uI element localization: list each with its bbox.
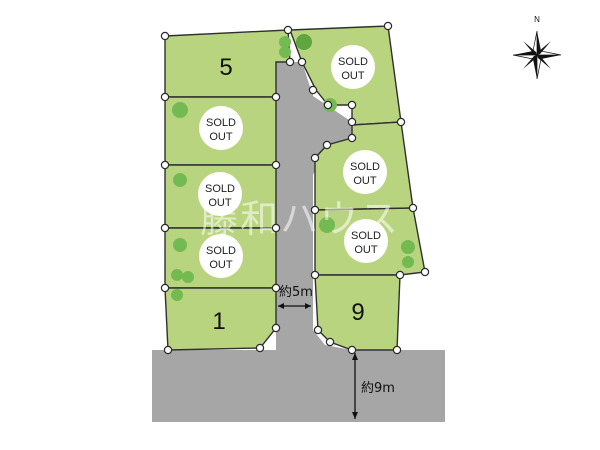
tree-icon xyxy=(401,240,415,254)
tree-icon xyxy=(172,102,188,118)
boundary-vertex xyxy=(395,270,405,280)
trees xyxy=(171,34,415,301)
sold-label-line2: OUT xyxy=(341,70,365,82)
boundary-vertex xyxy=(160,31,170,41)
lot-number-5: 5 xyxy=(219,54,232,81)
boundary-vertex xyxy=(271,92,281,102)
boundary-vertex xyxy=(271,160,281,170)
public-road xyxy=(152,350,445,422)
sold-badge-lot-4: SOLD OUT xyxy=(199,106,243,150)
boundary-vertex xyxy=(325,337,335,347)
compass-north-label: N xyxy=(534,15,540,24)
sold-label-line2: OUT xyxy=(208,197,232,209)
dimension-private-road: 約5m xyxy=(278,285,313,309)
tree-icon xyxy=(279,46,291,58)
boundary-vertices xyxy=(160,21,430,355)
tree-icon xyxy=(173,173,187,187)
sold-badge-lot-7: SOLD OUT xyxy=(343,150,387,194)
boundary-vertex xyxy=(283,25,293,35)
sold-badge-lot-6: SOLD OUT xyxy=(331,45,375,89)
boundary-vertex xyxy=(271,223,281,233)
boundary-vertex xyxy=(323,100,333,110)
sold-label-line2: OUT xyxy=(209,131,233,143)
private-road-core xyxy=(276,62,313,350)
boundary-vertex xyxy=(271,283,281,293)
sold-label-line1: SOLD xyxy=(206,245,236,257)
sold-label-line1: SOLD xyxy=(338,56,368,68)
boundary-vertex xyxy=(160,283,170,293)
lot-1[interactable] xyxy=(164,287,277,351)
public-road-width-label: 約9m xyxy=(361,381,395,396)
sold-label-line1: SOLD xyxy=(351,230,381,242)
boundary-vertex xyxy=(310,205,320,215)
sold-badge-lot-8: SOLD OUT xyxy=(344,219,388,263)
boundary-vertex xyxy=(396,117,406,127)
dimension-public-road: 約9m xyxy=(352,353,395,419)
boundary-vertex xyxy=(310,270,320,280)
boundary-vertex xyxy=(308,85,318,95)
boundary-vertex xyxy=(347,133,357,143)
boundary-vertex xyxy=(347,100,357,110)
sold-label-line2: OUT xyxy=(209,259,233,271)
boundary-vertex xyxy=(322,140,332,150)
boundary-vertex xyxy=(160,160,170,170)
boundary-vertex xyxy=(163,345,173,355)
sold-label-line2: OUT xyxy=(354,244,378,256)
boundary-vertex xyxy=(297,57,307,67)
tree-icon xyxy=(182,271,194,283)
tree-icon xyxy=(279,36,291,48)
boundary-vertex xyxy=(347,117,357,127)
tree-icon xyxy=(319,217,335,233)
boundary-vertex xyxy=(160,223,170,233)
lot-number-9: 9 xyxy=(351,299,364,326)
tree-icon xyxy=(171,269,183,281)
lot-number-1: 1 xyxy=(212,308,225,335)
boundary-vertex xyxy=(313,325,323,335)
boundary-vertex xyxy=(271,323,281,333)
boundary-vertex xyxy=(310,153,320,163)
boundary-vertex xyxy=(160,92,170,102)
sold-badge-lot-3: SOLD OUT xyxy=(198,172,242,216)
boundary-vertex xyxy=(420,267,430,277)
boundary-vertex xyxy=(347,345,357,355)
tree-icon xyxy=(296,34,312,50)
boundary-vertex xyxy=(255,343,265,353)
compass-rose-icon: N xyxy=(512,15,562,80)
sold-label-line1: SOLD xyxy=(205,183,235,195)
private-road-width-label: 約5m xyxy=(279,285,313,300)
tree-icon xyxy=(402,256,414,268)
boundary-vertex xyxy=(408,203,418,213)
sold-label-line2: OUT xyxy=(353,175,377,187)
tree-icon xyxy=(171,289,183,301)
sold-badge-lot-2: SOLD OUT xyxy=(199,234,243,278)
sold-label-line1: SOLD xyxy=(350,161,380,173)
boundary-vertex xyxy=(383,21,393,31)
tree-icon xyxy=(173,238,187,252)
boundary-vertex xyxy=(285,57,295,67)
sold-label-line1: SOLD xyxy=(206,117,236,129)
boundary-vertex xyxy=(392,345,402,355)
